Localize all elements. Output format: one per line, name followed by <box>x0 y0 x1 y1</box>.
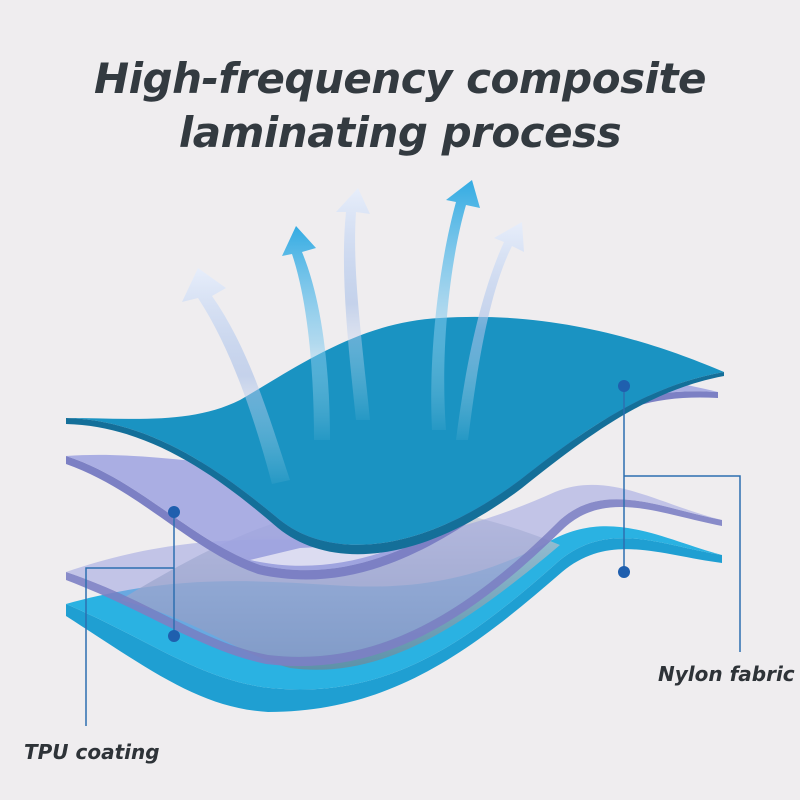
arrow-up-icon <box>431 180 480 430</box>
callout-dot <box>168 506 180 518</box>
top-nylon-layer <box>66 316 724 555</box>
nylon-callout <box>623 386 741 652</box>
callout-dot <box>168 630 180 642</box>
breathability-arrows <box>182 180 524 484</box>
lower-tpu-film <box>66 484 722 667</box>
arrow-up-icon <box>182 268 290 484</box>
title-line-2: laminating process <box>178 108 622 157</box>
tpu-coating-label: TPU coating <box>24 740 160 764</box>
nylon-fabric-label: Nylon fabric <box>658 662 795 686</box>
title-line-1: High-frequency composite <box>93 54 707 103</box>
page-title: High-frequency composite laminating proc… <box>0 52 800 160</box>
callout-dot <box>618 566 630 578</box>
callout-dot <box>618 380 630 392</box>
tpu-callout <box>85 512 175 726</box>
arrow-up-icon <box>456 222 524 440</box>
arrow-up-icon <box>336 188 370 420</box>
arrow-up-icon <box>282 226 330 440</box>
